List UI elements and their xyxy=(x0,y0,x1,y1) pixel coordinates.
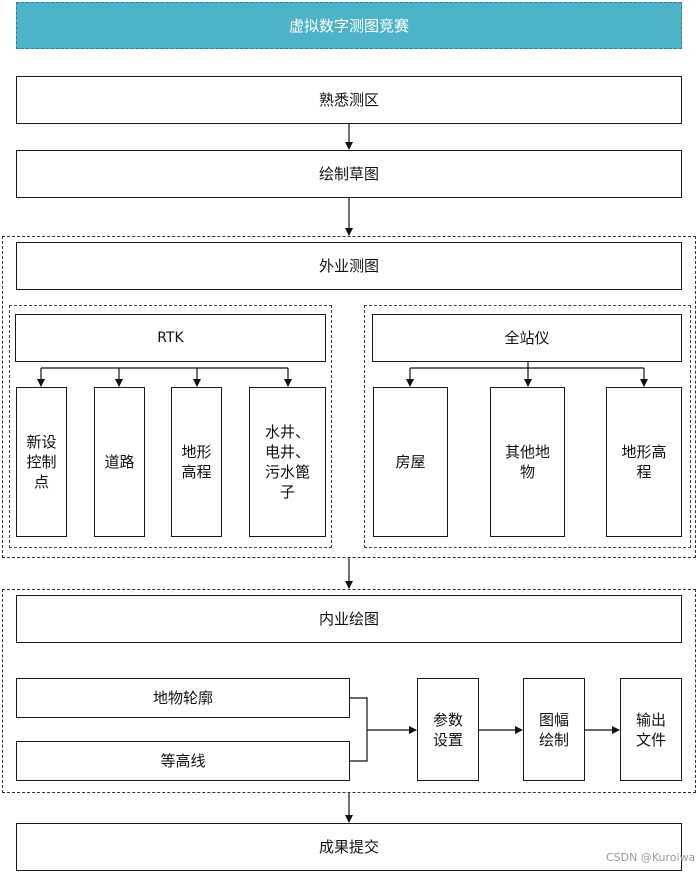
rtk-box: RTK xyxy=(15,314,326,362)
rtk-group xyxy=(9,305,332,548)
total-station-box: 全站仪 xyxy=(372,314,682,362)
ts-item-terrain: 地形高程 xyxy=(606,387,682,537)
ts-item-house: 房屋 xyxy=(373,387,448,537)
rtk-item-road: 道路 xyxy=(94,387,145,537)
page-title: 虚拟数字测图竞赛 xyxy=(16,2,682,49)
step-office-drawing: 内业绘图 xyxy=(16,595,682,643)
step-sketch: 绘制草图 xyxy=(16,150,682,198)
rtk-item-terrain: 地形高程 xyxy=(171,387,222,537)
total-station-group xyxy=(364,305,691,548)
step-field-survey: 外业测图 xyxy=(16,242,682,290)
office-sheet: 图幅绘制 xyxy=(523,678,585,781)
office-outline: 地物轮廓 xyxy=(16,678,350,718)
watermark: CSDN @Kuroiwa xyxy=(606,851,696,864)
rtk-item-wells: 水井、电井、污水篦子 xyxy=(249,387,326,537)
rtk-item-control-point: 新设控制点 xyxy=(16,387,67,537)
office-drawing-group xyxy=(2,589,696,793)
office-contour: 等高线 xyxy=(16,741,350,781)
field-survey-group xyxy=(2,236,696,558)
step-submit: 成果提交 xyxy=(16,823,682,871)
office-params: 参数设置 xyxy=(417,678,479,781)
ts-item-other-features: 其他地物 xyxy=(490,387,565,537)
office-output: 输出文件 xyxy=(620,678,682,781)
step-familiarize: 熟悉测区 xyxy=(16,76,682,124)
